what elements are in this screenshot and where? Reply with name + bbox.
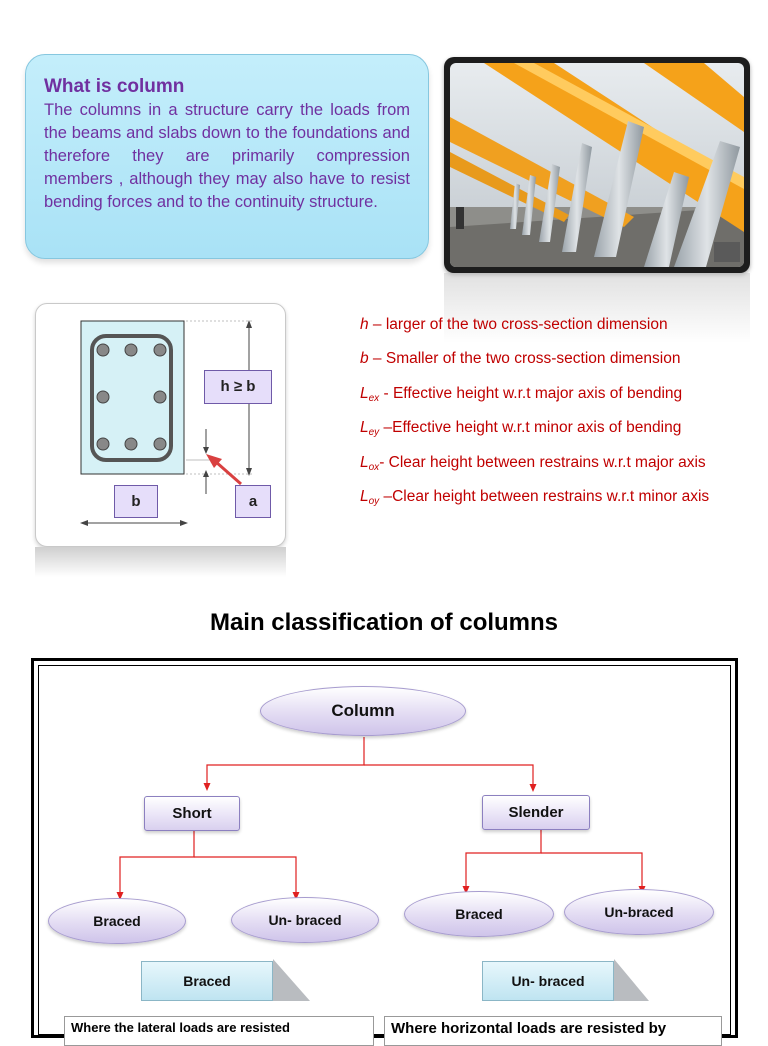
- short-braced-node: Braced: [48, 898, 186, 944]
- h-label: h ≥ b: [204, 370, 272, 404]
- unbraced-tab: Un- braced: [482, 961, 614, 1001]
- definition-item: Lex - Effective height w.r.t major axis …: [360, 384, 683, 404]
- cross-section-figure: h ≥ b b a: [35, 303, 286, 547]
- cross-section-reflection: [35, 547, 286, 577]
- braced-description: Where the lateral loads are resisted: [64, 1016, 374, 1046]
- definitions-list: h – larger of the two cross-section dime…: [360, 312, 765, 518]
- short-node: Short: [144, 796, 240, 831]
- definition-item: Lox- Clear height between restrains w.r.…: [360, 453, 706, 473]
- section-heading: Main classification of columns: [209, 609, 559, 636]
- column-photo: [444, 57, 750, 273]
- definition-item: h – larger of the two cross-section dime…: [360, 316, 668, 333]
- classification-diagram: Column Short Slender Braced Un- braced B…: [31, 658, 738, 1046]
- photo-reflection: [444, 273, 750, 343]
- definition-item: b – Smaller of the two cross-section dim…: [360, 350, 681, 368]
- slender-node: Slender: [482, 795, 590, 830]
- intro-callout: What is column The columns in a structur…: [25, 54, 429, 259]
- braced-tab: Braced: [141, 961, 273, 1001]
- slender-unbraced-node: Un-braced: [564, 889, 714, 935]
- definition-item: Loy –Clear height between restrains w.r.…: [360, 487, 710, 507]
- definition-item: Ley –Effective height w.r.t minor axis o…: [360, 419, 682, 439]
- a-label: a: [235, 485, 271, 518]
- slender-braced-node: Braced: [404, 891, 554, 937]
- unbraced-description: Where horizontal loads are resisted by: [384, 1016, 722, 1046]
- b-label: b: [114, 485, 158, 518]
- short-unbraced-node: Un- braced: [231, 897, 379, 943]
- column-node: Column: [260, 686, 466, 736]
- intro-title: What is column: [44, 76, 185, 97]
- intro-body: The columns in a structure carry the loa…: [44, 101, 410, 211]
